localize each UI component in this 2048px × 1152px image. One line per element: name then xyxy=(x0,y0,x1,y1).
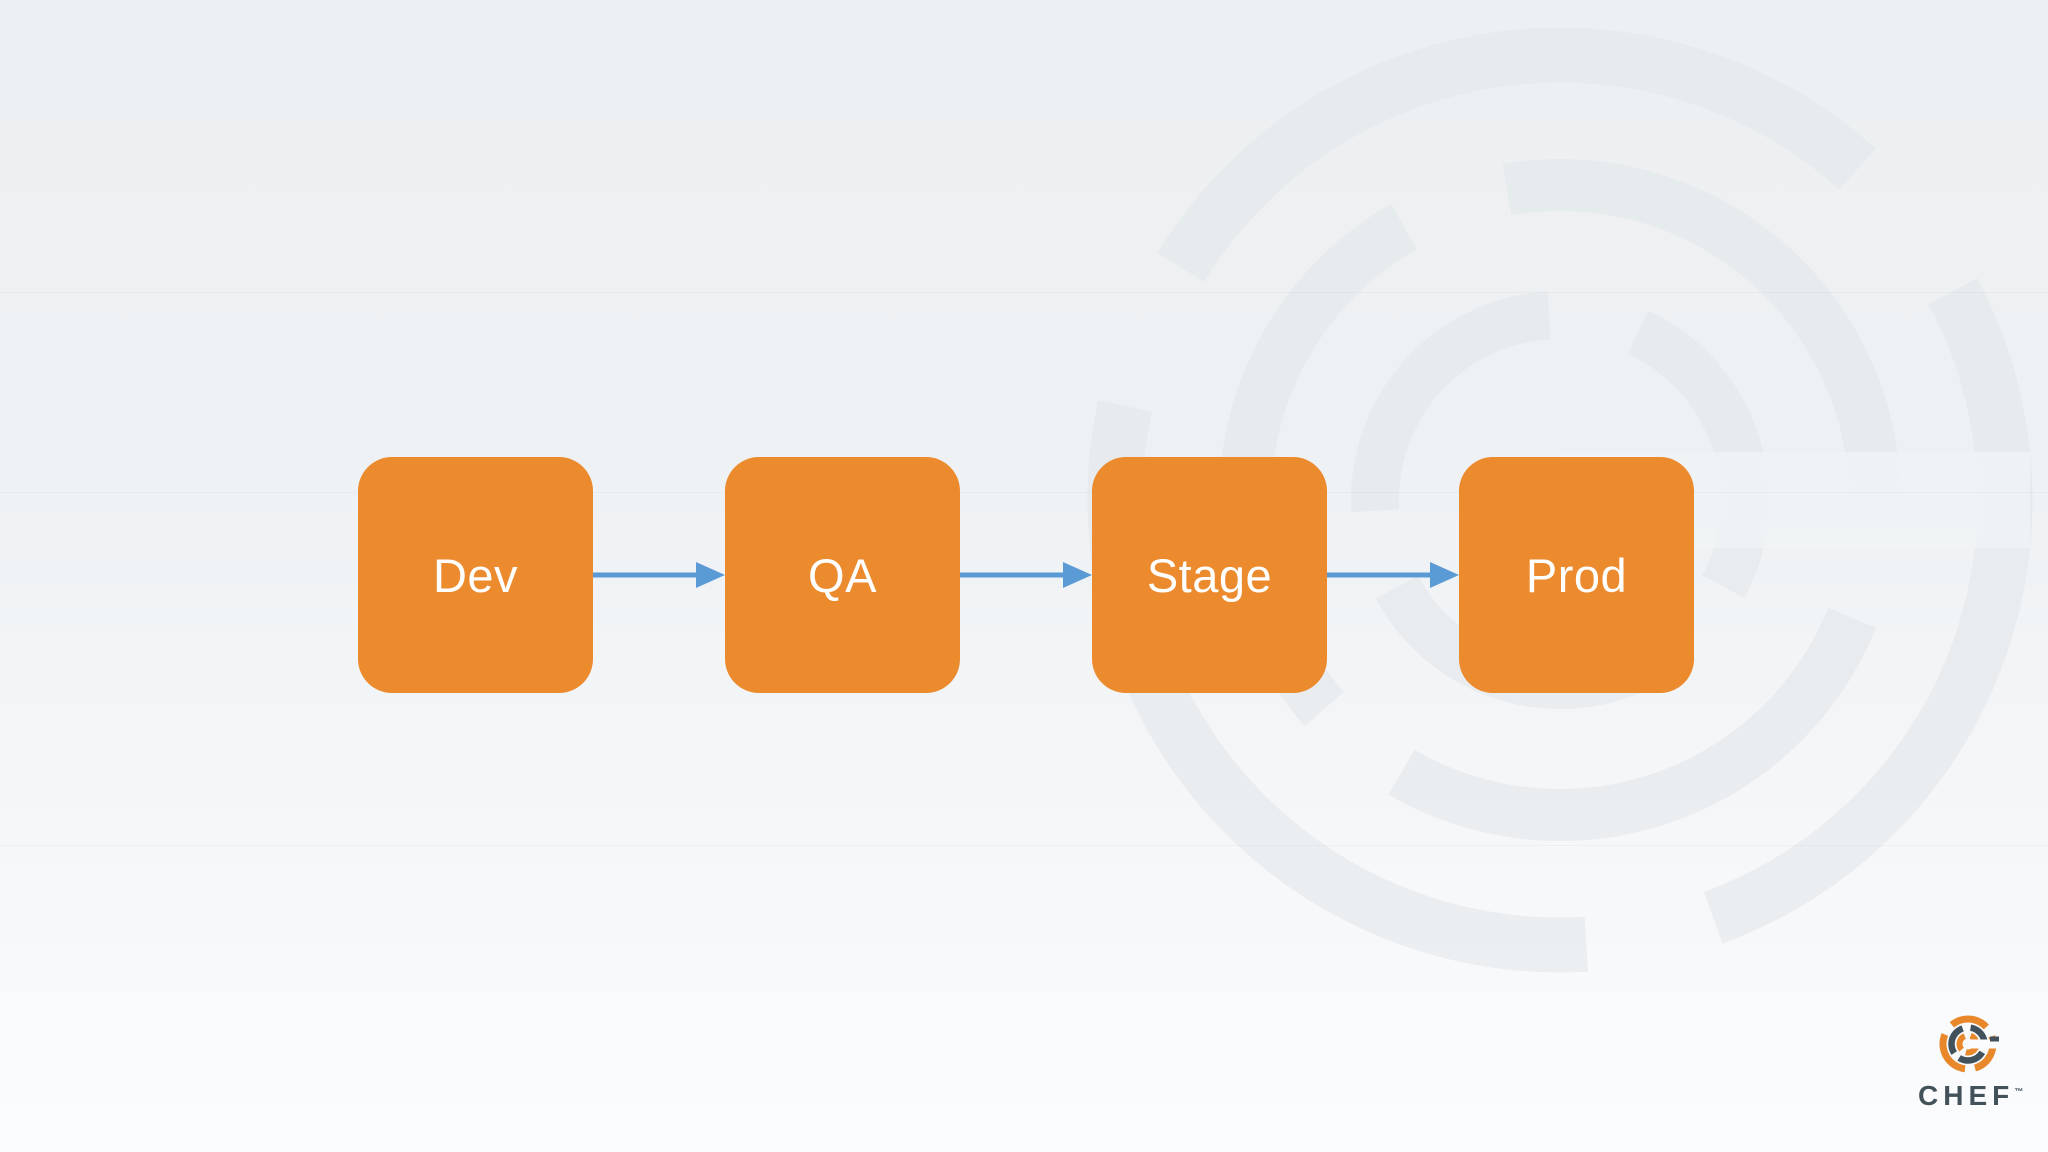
stage-box-qa: QA xyxy=(725,457,960,693)
chef-logo-icon xyxy=(1939,1015,1999,1073)
stage-label: Prod xyxy=(1525,548,1628,602)
chef-brand: CHEF™ xyxy=(1918,1012,2024,1112)
stage-box-prod: Prod xyxy=(1459,457,1694,693)
arrow-dev-to-qa-icon xyxy=(593,562,725,588)
background-band xyxy=(0,292,2048,293)
arrow-qa-to-stage-icon xyxy=(960,562,1092,588)
trademark-symbol: ™ xyxy=(2014,1086,2024,1097)
stage-label: QA xyxy=(808,548,877,602)
arrow-stage-to-prod-icon xyxy=(1327,562,1459,588)
chef-logo-keyway xyxy=(1968,1039,1999,1049)
stage-label: Stage xyxy=(1146,548,1273,602)
chef-logo-notch xyxy=(1990,1036,1999,1042)
background-band xyxy=(0,492,2048,493)
stage-label: Dev xyxy=(432,548,519,602)
stage-box-stage: Stage xyxy=(1092,457,1327,693)
background-band xyxy=(0,845,2048,846)
stage-box-dev: Dev xyxy=(358,457,593,693)
chef-wordmark: CHEF™ xyxy=(1918,1080,2024,1111)
